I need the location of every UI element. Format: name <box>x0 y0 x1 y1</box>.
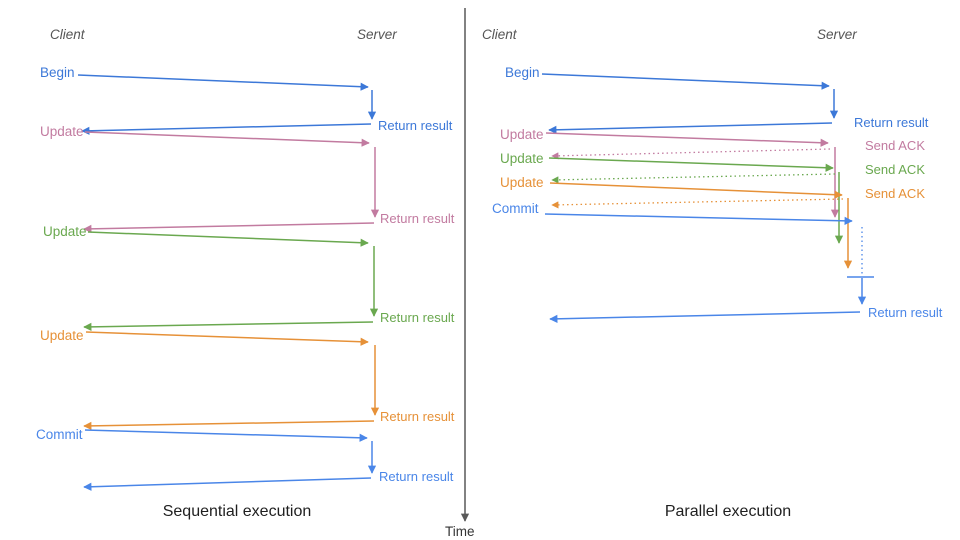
par-update3-request-line <box>549 182 843 199</box>
seq-update2-request-line <box>87 231 369 247</box>
par-update3-ack-label: Send ACK <box>865 186 925 201</box>
seq-server-header: Server <box>357 27 397 42</box>
par-update1-ack-line <box>551 148 831 160</box>
seq-update3-result-label: Return result <box>380 409 455 424</box>
seq-commit-label: Commit <box>36 427 83 442</box>
par-commit-result-label: Return result <box>868 305 943 320</box>
par-step-commit: Commit Return result <box>492 201 943 323</box>
par-update2-ack-label: Send ACK <box>865 162 925 177</box>
par-update1-label: Update <box>500 127 544 142</box>
seq-update3-request-line <box>85 331 369 346</box>
par-commit-return-line <box>549 311 861 323</box>
seq-begin-result-label: Return result <box>378 118 453 133</box>
parallel-diagram: Client Server Begin Return result Update… <box>482 27 943 520</box>
time-axis: Time <box>445 8 475 539</box>
par-server-header: Server <box>817 27 857 42</box>
par-step-update-1: Update Send ACK <box>500 127 925 218</box>
par-update2-request-line <box>548 157 834 172</box>
seq-update2-result-label: Return result <box>380 310 455 325</box>
seq-step-begin: Begin Return result <box>40 65 453 135</box>
par-client-header: Client <box>482 27 518 42</box>
par-update3-ack-line <box>551 198 844 209</box>
seq-update1-return-line <box>83 222 375 233</box>
par-step-update-3: Update Send ACK <box>500 175 925 269</box>
par-update1-request-line <box>545 132 829 147</box>
seq-update1-request-line <box>84 131 370 147</box>
sequential-diagram: Client Server Begin Return result Update… <box>36 27 455 520</box>
par-begin-request-line <box>541 73 830 90</box>
seq-commit-request-line <box>84 429 368 442</box>
seq-begin-request-line <box>77 74 369 91</box>
seq-begin-return-line <box>81 123 372 135</box>
seq-commit-return-line <box>83 477 372 491</box>
par-begin-result-label: Return result <box>854 115 929 130</box>
par-update1-ack-label: Send ACK <box>865 138 925 153</box>
seq-step-commit: Commit Return result <box>36 427 454 491</box>
seq-update3-return-line <box>83 420 375 430</box>
seq-step-update-3: Update Return result <box>40 328 455 430</box>
sequential-caption: Sequential execution <box>163 503 312 520</box>
seq-update1-result-label: Return result <box>380 211 455 226</box>
seq-step-update-2: Update Return result <box>43 224 455 331</box>
par-update2-label: Update <box>500 151 544 166</box>
par-step-update-2: Update Send ACK <box>500 151 925 244</box>
seq-begin-label: Begin <box>40 65 75 80</box>
par-update2-ack-line <box>551 173 836 184</box>
seq-client-header: Client <box>50 27 86 42</box>
seq-update3-label: Update <box>40 328 84 343</box>
seq-update2-label: Update <box>43 224 87 239</box>
seq-update2-return-line <box>83 321 374 331</box>
seq-step-update-1: Update Return result <box>40 124 455 233</box>
par-commit-label: Commit <box>492 201 539 216</box>
par-begin-label: Begin <box>505 65 540 80</box>
parallel-caption: Parallel execution <box>665 503 791 520</box>
par-commit-request-line <box>544 213 853 225</box>
seq-update1-label: Update <box>40 124 84 139</box>
par-update3-label: Update <box>500 175 544 190</box>
par-step-begin: Begin Return result <box>505 65 929 134</box>
seq-commit-result-label: Return result <box>379 469 454 484</box>
time-axis-label: Time <box>445 524 475 539</box>
par-begin-return-line <box>548 122 833 134</box>
